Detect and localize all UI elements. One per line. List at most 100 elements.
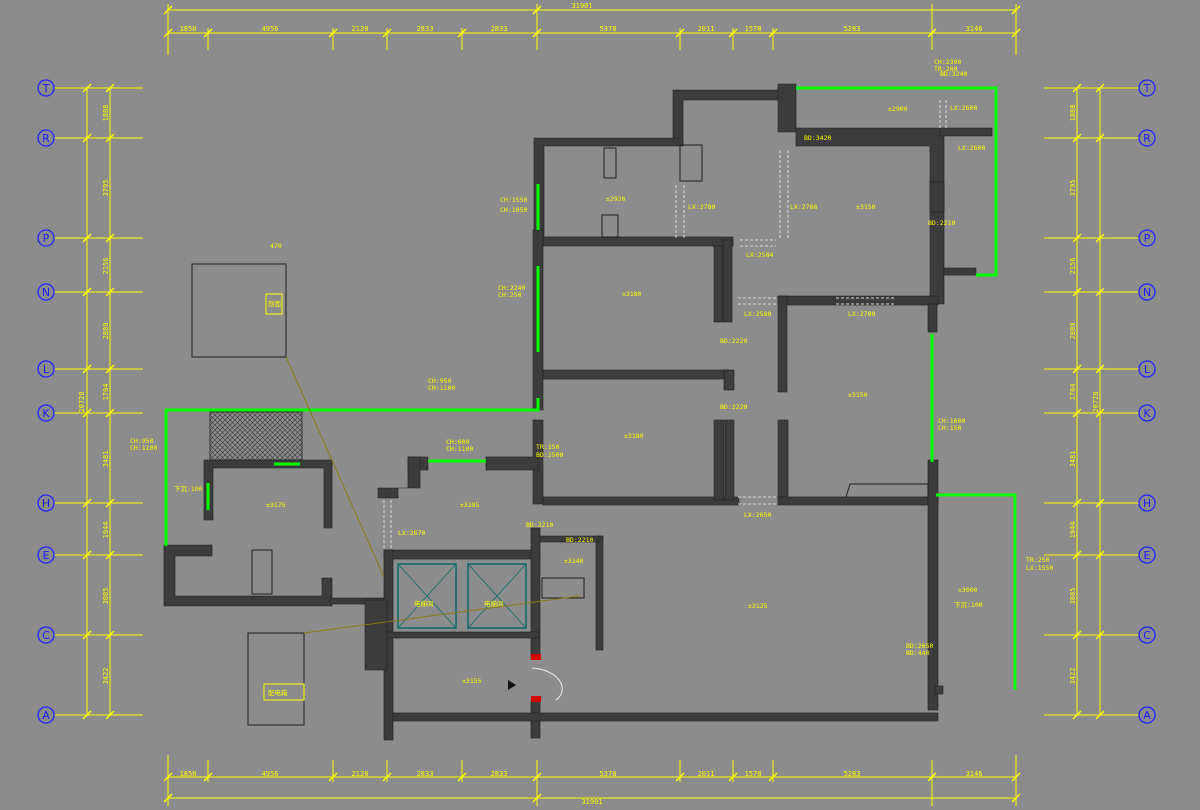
axis-bubble (1138, 546, 1156, 564)
right-dim: 1888 (1069, 105, 1077, 122)
annotation: BD:2210 (928, 219, 955, 227)
axis-tick (1095, 364, 1105, 374)
wall (724, 419, 735, 501)
door-opening (836, 297, 896, 305)
axis-label: A (1143, 709, 1151, 722)
room-level: ±3150 (848, 391, 868, 399)
fixture (541, 577, 585, 599)
axis-bubble (37, 360, 55, 378)
axis-label: L (1144, 363, 1151, 376)
axis-label: A (42, 709, 50, 722)
axis-tick (1095, 630, 1105, 640)
axis-tick (105, 233, 115, 243)
leader-lines (285, 356, 581, 634)
axis-tick (1072, 133, 1082, 143)
axis-tick (1072, 550, 1082, 560)
room-level: ±3125 (748, 602, 768, 610)
annotation: BD:440 (906, 649, 930, 657)
annotation: CH:950 (130, 437, 154, 445)
annotation: LX:2670 (398, 529, 425, 537)
axis-label: K (1143, 407, 1151, 420)
axis-tick (82, 233, 92, 243)
annotation: LX:2788 (790, 203, 817, 211)
annotation: TR:150 (536, 443, 560, 451)
annotation: 下沉:100 (954, 601, 983, 609)
wall (542, 496, 740, 506)
right-dimension-labels: 20728 1888 3795 2156 2889 1704 3481 1944… (1069, 105, 1100, 685)
axis-tick (1095, 83, 1105, 93)
annotation: BD:3420 (804, 134, 831, 142)
axis-tick (1072, 364, 1082, 374)
axis-tick (1095, 710, 1105, 720)
axis-bubble (1138, 494, 1156, 512)
room-level: ±3180 (624, 432, 644, 440)
wall (595, 535, 604, 651)
axis-tick (1095, 233, 1105, 243)
axis-bubble (37, 546, 55, 564)
bottom-dim: 2128 (352, 770, 369, 778)
right-dim: 1704 (1069, 384, 1077, 401)
elevator-car (467, 563, 527, 629)
left-dim: 3795 (102, 180, 110, 197)
top-dim: 2128 (352, 25, 369, 33)
top-dim: 4956 (262, 25, 279, 33)
wall (927, 303, 938, 333)
annotation: BD:2650 (906, 642, 933, 650)
bottom-dim: 4956 (262, 770, 279, 778)
wall (722, 239, 733, 323)
right-dim: 3085 (1069, 588, 1077, 605)
axis-tick (1095, 498, 1105, 508)
annotation: CH:1600 (938, 417, 965, 425)
axis-tick (105, 287, 115, 297)
door-opening (939, 100, 947, 128)
windows (164, 86, 1017, 690)
axis-tick (1072, 287, 1082, 297)
axis-tick (105, 83, 115, 93)
annotation: CH:2240 (498, 284, 525, 292)
axis-label: R (42, 132, 50, 145)
annotation: CH:1100 (428, 384, 455, 392)
left-dim: 2889 (102, 323, 110, 340)
dimension-ticks (163, 5, 1021, 803)
annotation: BD:2220 (720, 337, 747, 345)
wall (542, 236, 734, 247)
annotation: LX:2700 (848, 310, 875, 318)
wall (713, 419, 725, 501)
left-dimension-labels: 20728 1888 3795 2156 2889 1704 3481 1944… (78, 105, 110, 685)
wall (723, 369, 735, 391)
axis-tick (105, 710, 115, 720)
fixtures (191, 144, 929, 726)
annotation: LX:1550 (1026, 564, 1053, 572)
wall (530, 527, 541, 659)
axis-bubble (37, 79, 55, 97)
right-total-dim: 20728 (1092, 391, 1100, 412)
wall (672, 89, 781, 146)
right-dim: 3481 (1069, 451, 1077, 468)
detail-box-top (191, 263, 287, 358)
axis-tick (1095, 287, 1105, 297)
window (796, 86, 998, 277)
axis-bubble (1138, 79, 1156, 97)
axis-label: E (43, 549, 50, 562)
wall (943, 267, 977, 276)
axis-tick (105, 550, 115, 560)
axis-tick (1072, 710, 1082, 720)
detail-small-dim: 470 (270, 242, 282, 250)
top-dim: 3146 (966, 25, 983, 33)
axis-tick (82, 408, 92, 418)
wall (364, 599, 388, 671)
axis-extension-lines (54, 83, 1139, 720)
axis-label: H (1143, 497, 1151, 510)
wall (927, 459, 939, 711)
axis-tick (82, 133, 92, 143)
detail-mark (265, 293, 283, 315)
axis-bubble (37, 404, 55, 422)
axis-tick (105, 498, 115, 508)
annotation: CH:950 (428, 377, 452, 385)
axis-label: P (1144, 232, 1151, 245)
annotation: 下沉:100 (174, 485, 203, 493)
axis-label: L (43, 363, 50, 376)
axis-tick (1072, 83, 1082, 93)
axis-bubble (1138, 360, 1156, 378)
